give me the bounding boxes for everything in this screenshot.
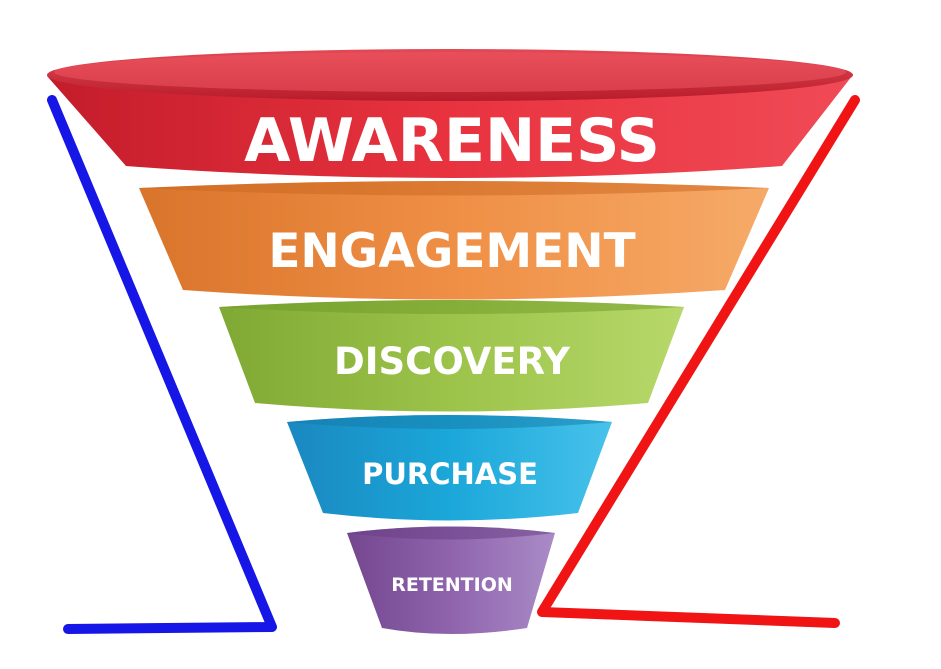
right-outline-line [537,95,860,628]
stage-label-discovery: DISCOVERY [334,340,571,383]
funnel-stage-retention: RETENTION [347,526,555,634]
funnel-stage-awareness: AWARENESS [47,49,853,178]
funnel-stage-purchase: PURCHASE [287,415,612,521]
funnel-stage-discovery: DISCOVERY [219,300,684,412]
left-outline-line [47,95,277,634]
stage-label-purchase: PURCHASE [362,457,538,491]
stage-label-retention: RETENTION [391,574,513,596]
stage-label-awareness: AWARENESS [244,106,660,176]
funnel-stage-engagement: ENGAGEMENT [139,181,769,300]
stage-label-engagement: ENGAGEMENT [268,224,635,279]
